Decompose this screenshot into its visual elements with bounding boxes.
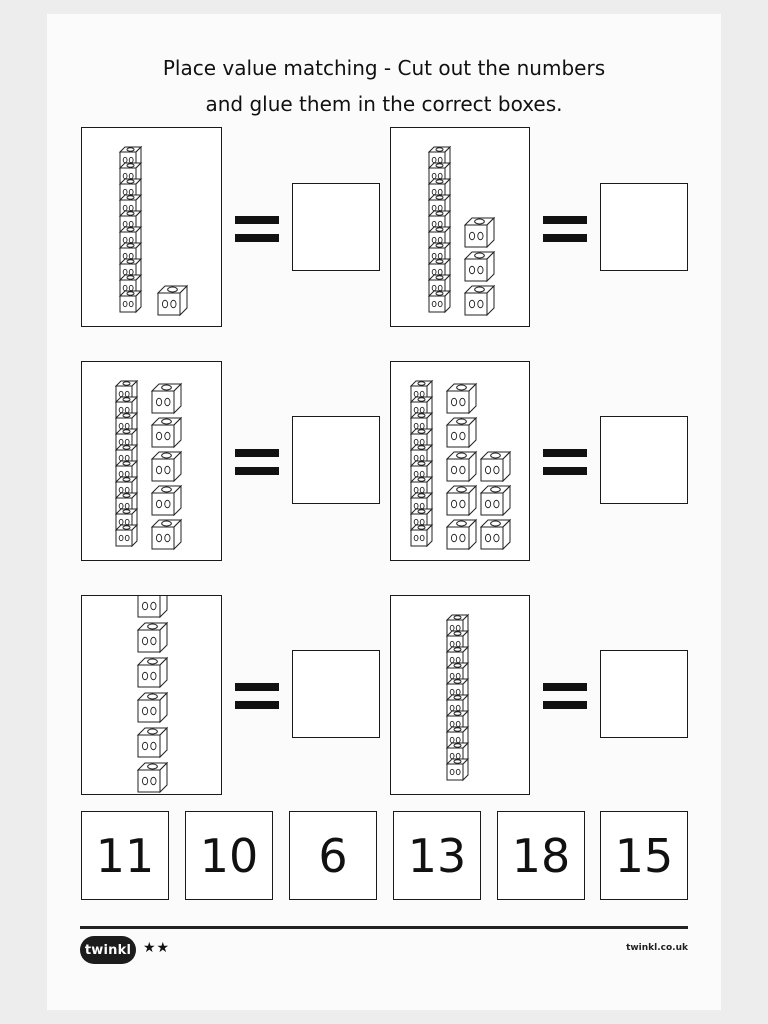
base-ten-blocks-box xyxy=(81,595,222,795)
answer-box[interactable] xyxy=(600,650,688,738)
unit-cube xyxy=(479,484,512,517)
ten-rod xyxy=(445,613,470,782)
unit-cube xyxy=(409,523,434,548)
base-ten-blocks-box xyxy=(390,595,530,795)
unit-cube xyxy=(150,450,183,483)
unit-cube xyxy=(114,523,139,548)
ten-rod xyxy=(409,379,434,548)
unit-cube xyxy=(445,416,478,449)
unit-cube xyxy=(136,656,169,689)
ten-rod xyxy=(427,145,452,314)
unit-cube xyxy=(409,491,434,516)
unit-cube xyxy=(445,450,478,483)
ten-rod xyxy=(118,145,143,314)
answer-box[interactable] xyxy=(292,650,380,738)
unit-cube xyxy=(150,416,183,449)
number-card[interactable]: 10 xyxy=(185,811,273,900)
unit-cube xyxy=(479,450,512,483)
equals-sign xyxy=(543,449,587,475)
unit-cube xyxy=(136,726,169,759)
unit-cube xyxy=(150,518,183,551)
number-card[interactable]: 6 xyxy=(289,811,377,900)
worksheet-title-line-1: Place value matching - Cut out the numbe… xyxy=(162,56,606,80)
answer-box[interactable] xyxy=(600,183,688,271)
number-card[interactable]: 18 xyxy=(497,811,585,900)
ten-rod xyxy=(114,379,139,548)
unit-cube xyxy=(463,284,496,317)
unit-cube xyxy=(136,621,169,654)
unit-cube xyxy=(463,250,496,283)
base-ten-blocks-box xyxy=(390,361,530,561)
footer-divider xyxy=(80,926,688,929)
unit-cube xyxy=(445,518,478,551)
base-ten-blocks-box xyxy=(81,361,222,561)
unit-cube xyxy=(137,596,168,619)
website-url: twinkl.co.uk xyxy=(626,943,688,953)
equals-sign xyxy=(235,216,279,242)
unit-cube xyxy=(445,382,478,415)
unit-cube xyxy=(136,761,169,794)
twinkl-logo: twinkl xyxy=(80,936,136,964)
unit-cube xyxy=(427,289,452,314)
difficulty-stars: ★★ xyxy=(143,940,171,956)
unit-cube xyxy=(150,382,183,415)
unit-cube xyxy=(479,518,512,551)
number-card[interactable]: 11 xyxy=(81,811,169,900)
equals-sign xyxy=(543,216,587,242)
unit-cube xyxy=(463,216,496,249)
unit-cube xyxy=(445,757,470,782)
unit-cube xyxy=(445,484,478,517)
answer-box[interactable] xyxy=(292,416,380,504)
unit-cube xyxy=(156,284,189,317)
unit-cube xyxy=(118,289,143,314)
equals-sign xyxy=(235,683,279,709)
number-card[interactable]: 13 xyxy=(393,811,481,900)
answer-box[interactable] xyxy=(600,416,688,504)
equals-sign xyxy=(543,683,587,709)
equals-sign xyxy=(235,449,279,475)
unit-cube xyxy=(136,691,169,724)
worksheet-title-line-2: and glue them in the correct boxes. xyxy=(205,92,563,116)
base-ten-blocks-box xyxy=(390,127,530,327)
base-ten-blocks-box xyxy=(81,127,222,327)
answer-box[interactable] xyxy=(292,183,380,271)
number-card[interactable]: 15 xyxy=(600,811,688,900)
unit-cube xyxy=(150,484,183,517)
